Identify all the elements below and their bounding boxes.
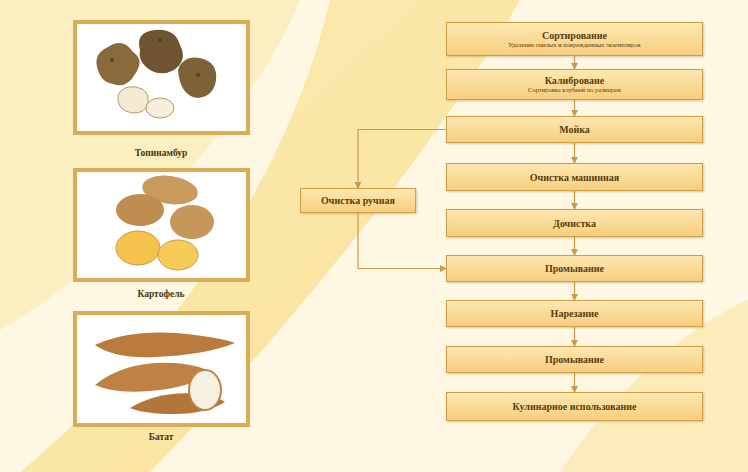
flow-arrow [574, 237, 575, 255]
flow-arrow [574, 100, 575, 116]
photo-caption: Картофель [137, 289, 184, 299]
process-box: Очистка машинная [446, 163, 703, 191]
box-title: Промывание [545, 354, 604, 365]
box-subtitle: Удаление гнилых и поврежденных экземпляр… [508, 41, 640, 48]
process-box: Мойка [446, 116, 703, 143]
flow-arrow [574, 143, 575, 163]
flow-arrow [358, 130, 446, 189]
process-box: Промывание [446, 255, 703, 282]
process-box: Нарезание [446, 300, 703, 327]
photo-caption: Батат [149, 432, 174, 442]
box-title: Мойка [559, 124, 590, 135]
process-box: Кулинарное использование [446, 392, 703, 421]
box-title: Промывание [545, 263, 604, 274]
box-title: Очистка ручная [321, 195, 395, 206]
box-title: Сортирование [542, 30, 607, 41]
box-title: Калиброване [545, 75, 605, 86]
box-title: Нарезание [551, 308, 599, 319]
photo-caption: Топинамбур [135, 148, 188, 158]
flow-arrow [574, 373, 575, 392]
process-box: Очистка ручная [300, 188, 416, 213]
box-title: Очистка машинная [530, 172, 620, 183]
process-box: Промывание [446, 346, 703, 373]
flow-arrow [574, 327, 575, 346]
process-box: СортированиеУдаление гнилых и поврежденн… [446, 22, 703, 56]
flow-arrow [574, 191, 575, 209]
box-title: Дочистка [553, 218, 596, 229]
process-box: Дочистка [446, 209, 703, 237]
box-subtitle: Сортировка клубней по размерам [528, 86, 621, 93]
box-title: Кулинарное использование [513, 401, 637, 412]
flow-arrow [358, 213, 446, 269]
flow-arrow [574, 282, 575, 300]
flow-arrow [574, 56, 575, 69]
process-box: КалиброванеСортировка клубней по размера… [446, 69, 703, 100]
